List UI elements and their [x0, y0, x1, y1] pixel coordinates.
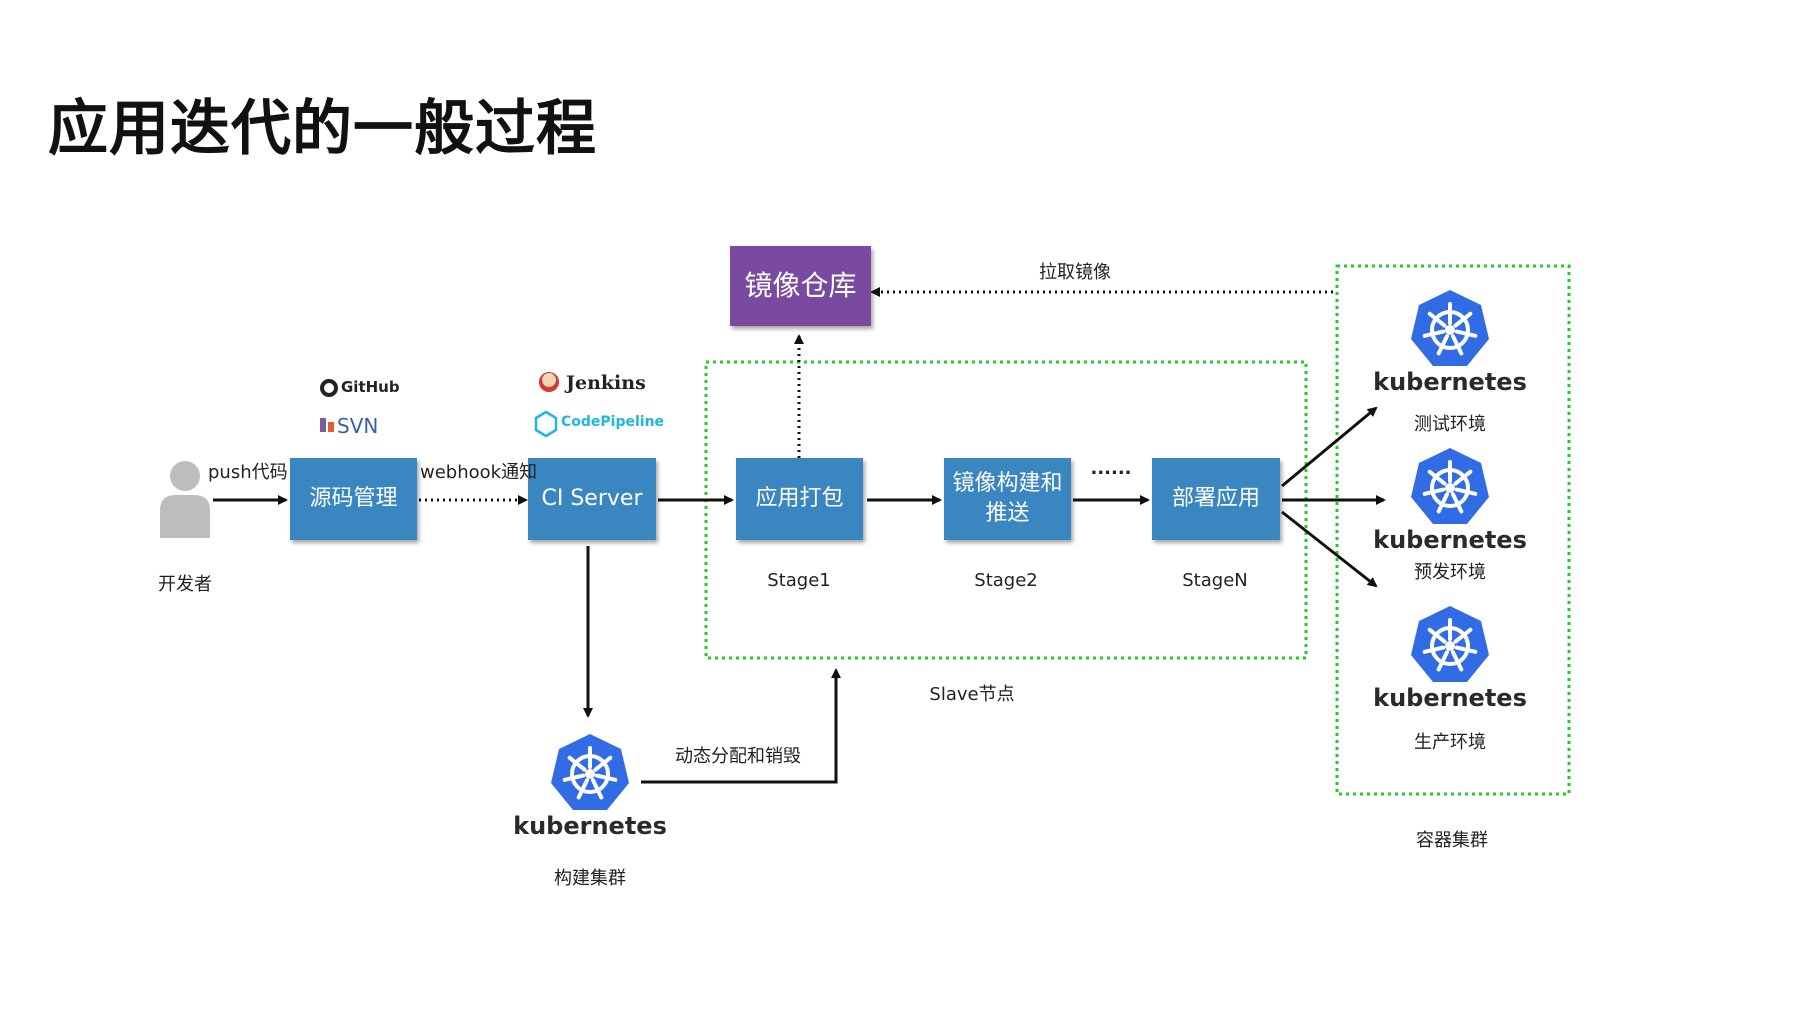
page-title: 应用迭代的一般过程	[48, 94, 597, 164]
person-icon	[160, 461, 210, 538]
source-control-box[interactable]: 源码管理	[290, 458, 417, 540]
pull-image-label: 拉取镜像	[1039, 262, 1111, 283]
stage-ellipsis: ......	[1090, 458, 1132, 479]
kubernetes-label: kubernetes	[513, 812, 667, 840]
arrow-allocate	[641, 668, 841, 784]
env-label-staging: 预发环境	[1414, 562, 1486, 583]
codepipeline-logo-text: CodePipeline	[561, 414, 665, 430]
stage-label-1: Stage1	[767, 570, 831, 591]
github-logo-text: GitHub	[341, 378, 400, 396]
kubernetes-icon	[1411, 290, 1489, 366]
stage-box-deploy[interactable]: 部署应用	[1152, 458, 1280, 540]
kubernetes-label: kubernetes	[1373, 526, 1527, 554]
svn-icon	[320, 418, 334, 432]
kubernetes-icon	[1411, 448, 1489, 524]
push-label: push代码	[208, 462, 288, 483]
github-icon	[320, 379, 338, 397]
container-cluster-label: 容器集群	[1416, 830, 1488, 851]
kubernetes-icon	[1411, 606, 1489, 682]
developer-label: 开发者	[158, 574, 212, 595]
image-registry-box[interactable]: 镜像仓库	[730, 246, 871, 326]
arrow-deploy-prod	[1281, 510, 1378, 588]
jenkins-logo-text: Jenkins	[566, 372, 646, 394]
container-cluster-group	[1335, 264, 1571, 796]
allocate-label: 动态分配和销毁	[675, 746, 801, 767]
kubernetes-label: kubernetes	[1373, 368, 1527, 396]
build-cluster-label: 构建集群	[554, 868, 626, 889]
webhook-label: webhook通知	[420, 462, 538, 483]
stage-label-2: Stage2	[974, 570, 1038, 591]
ci-server-box[interactable]: CI Server	[528, 458, 656, 540]
svn-logo-text: SVN	[337, 414, 379, 438]
slave-node-label: Slave节点	[929, 684, 1015, 705]
stage-label-n: StageN	[1182, 570, 1248, 591]
codepipeline-icon	[534, 410, 558, 438]
jenkins-icon	[539, 372, 559, 392]
stage-box-build-push[interactable]: 镜像构建和 推送	[944, 458, 1071, 540]
kubernetes-label: kubernetes	[1373, 684, 1527, 712]
env-label-prod: 生产环境	[1414, 732, 1486, 753]
stage-box-package[interactable]: 应用打包	[736, 458, 863, 540]
env-label-test: 测试环境	[1414, 414, 1486, 435]
arrow-deploy-test	[1281, 406, 1378, 488]
kubernetes-icon	[551, 734, 629, 810]
